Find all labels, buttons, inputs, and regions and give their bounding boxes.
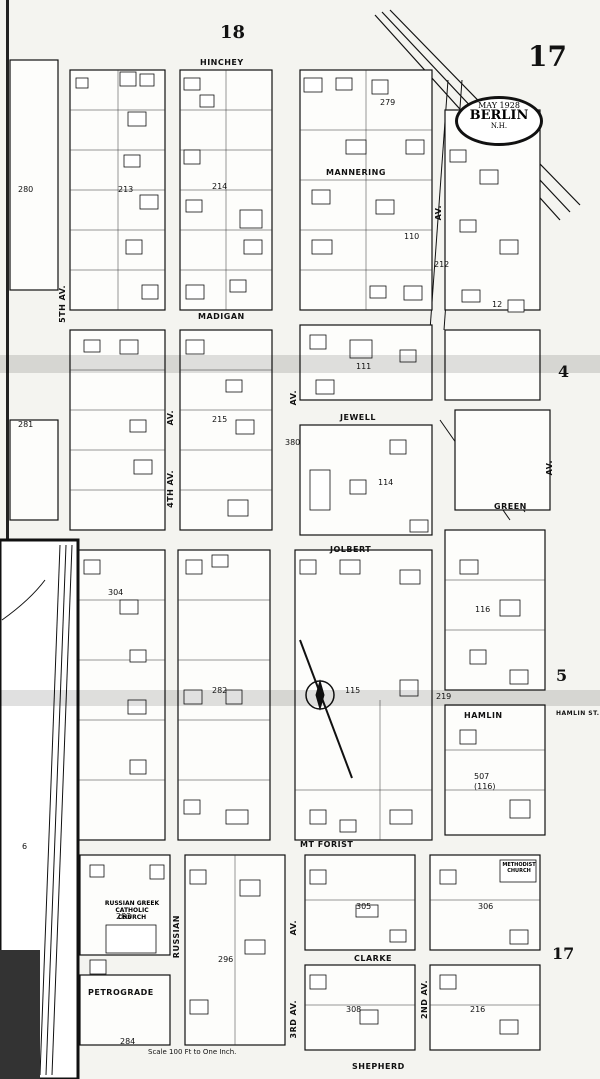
street-4th-av: 4TH AV. (166, 470, 175, 508)
stamp-city: BERLIN (469, 108, 529, 123)
methodist-church-label: METHODIST CHURCH (502, 862, 536, 874)
block-number: 212 (434, 260, 450, 269)
street-hinchey: HINCHEY (200, 58, 244, 67)
section-number: 4 (558, 362, 570, 381)
block-number: 283 (116, 912, 132, 921)
block-number: 219 (436, 692, 452, 701)
scale-note: Scale 100 Ft to One Inch. (148, 1048, 237, 1056)
street-petrograde: PETROGRADE (88, 988, 154, 997)
street-jolbert: JOLBERT (330, 545, 372, 554)
street-mannering: MANNERING (326, 168, 386, 177)
street-av-left: AV. (166, 410, 175, 426)
street-jewell: JEWELL (340, 413, 376, 422)
section-number: 5 (556, 666, 568, 685)
block-number: 284 (120, 1037, 136, 1046)
sheet-number: 17 (528, 40, 567, 73)
section-number: 17 (552, 944, 575, 963)
street-hamlin-st: HAMLIN ST. (556, 710, 600, 717)
block-number: 110 (404, 232, 420, 241)
block-number: 111 (356, 362, 372, 371)
street-av-right: AV. (545, 460, 554, 476)
inset-number: 6 (22, 842, 28, 851)
block-number: 215 (212, 415, 228, 424)
street-shepherd: SHEPHERD (352, 1062, 405, 1071)
street-5th-av: 5TH AV. (58, 285, 67, 323)
block-number: 114 (378, 478, 394, 487)
street-green: GREEN (494, 502, 527, 511)
street-hamlin: HAMLIN (464, 711, 503, 720)
block-number: 12 (492, 300, 503, 309)
block-number: (116) (474, 782, 496, 791)
street-mt-forist: MT FORIST (300, 840, 354, 849)
stamp-state: N.H. (490, 122, 508, 130)
block-number: 304 (108, 588, 124, 597)
date-stamp: MAY 1928 BERLIN N.H. (455, 96, 543, 146)
adjacent-sheet-number: 18 (220, 22, 246, 43)
street-clarke: CLARKE (354, 954, 392, 963)
street-av-lower: AV. (289, 920, 298, 936)
block-number: 380 (285, 438, 301, 447)
block-number: 305 (356, 902, 372, 911)
street-av-upper: AV. (434, 205, 443, 221)
block-number: 507 (474, 772, 490, 781)
stamp-date: MAY 1928 (478, 101, 520, 110)
block-number: 282 (212, 686, 228, 695)
street-russian: RUSSIAN (172, 915, 181, 959)
street-2nd-av: 2ND AV. (420, 980, 429, 1020)
block-number: 306 (478, 902, 494, 911)
block-number: 216 (470, 1005, 486, 1014)
block-number: 115 (345, 686, 361, 695)
compass-rose (299, 639, 353, 779)
block-number: 281 (18, 420, 34, 429)
block-number: 213 (118, 185, 134, 194)
street-madigan: MADIGAN (198, 312, 245, 321)
block-number: 214 (212, 182, 228, 191)
russian-church-label: RUSSIAN GREEK CATHOLIC CHURCH (104, 900, 160, 921)
block-number: 116 (475, 605, 491, 614)
block-number: 308 (346, 1005, 362, 1014)
block-number: 296 (218, 955, 234, 964)
street-3rd-av: 3RD AV. (289, 1000, 298, 1039)
street-av-mid: AV. (289, 390, 298, 406)
block-number: 279 (380, 98, 396, 107)
block-number: 280 (18, 185, 34, 194)
